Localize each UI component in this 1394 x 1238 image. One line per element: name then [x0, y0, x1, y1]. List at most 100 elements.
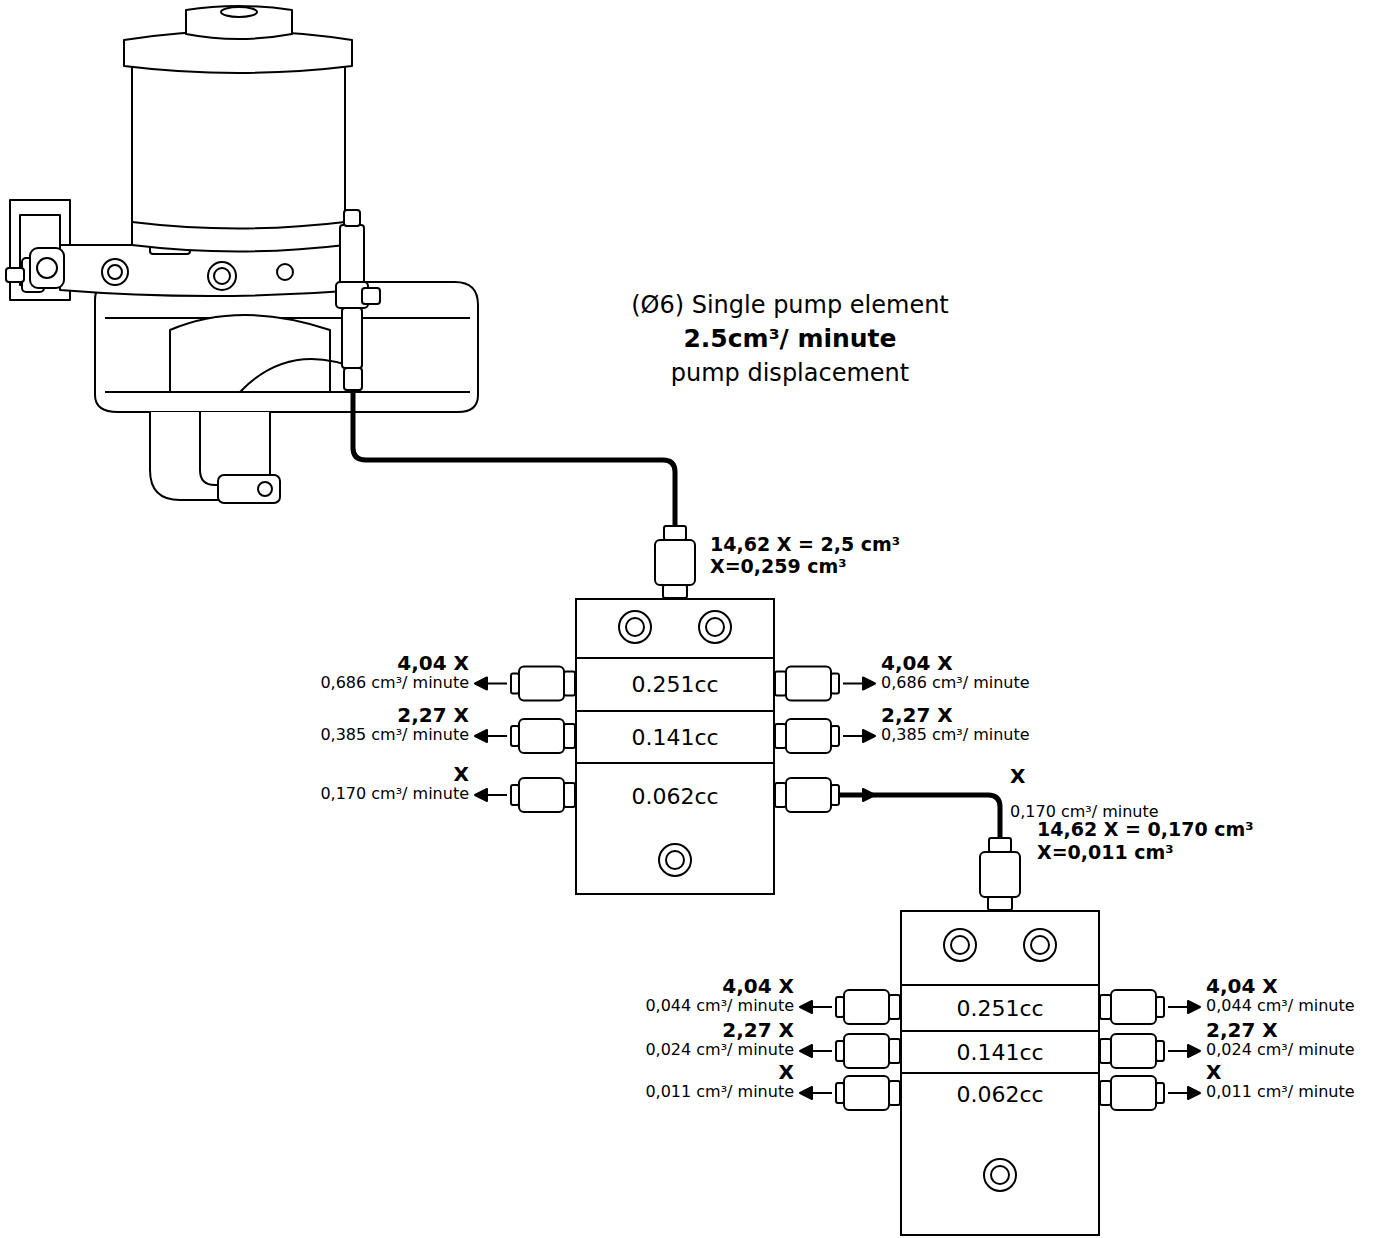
- outlet-arrowhead: [475, 730, 487, 742]
- flow-multiplier: 2,27 X: [722, 1019, 794, 1042]
- reservoir-edge: [132, 222, 345, 229]
- outlet-arrow: [812, 1092, 832, 1094]
- flow-multiplier: X: [779, 1061, 794, 1084]
- outlet-tip: [511, 726, 519, 746]
- divider-section: 0.251cc: [902, 984, 1098, 1030]
- flow-rate: 0,170 cm³/ minute: [320, 785, 469, 803]
- outlet-arrowhead: [800, 1045, 812, 1057]
- outlet-collar: [564, 724, 575, 748]
- reservoir: [132, 62, 345, 252]
- ring-boss: [37, 258, 57, 278]
- flow-multiplier: 4,04 X: [397, 652, 469, 675]
- outlet-tip: [1156, 1041, 1164, 1061]
- outlet-nut: [786, 778, 831, 812]
- divider-block: 14,62 X = 2,5 cm³X=0,259 cm³0.251cc0.141…: [575, 598, 775, 895]
- outlet-arrow: [843, 735, 863, 737]
- divider-section: 0.062cc: [577, 762, 773, 828]
- flow-rate: 0,170 cm³/ minute: [1010, 803, 1159, 821]
- ring-boss: [30, 248, 64, 288]
- inlet-tip: [664, 526, 686, 540]
- flow-rate: 0,024 cm³/ minute: [1206, 1041, 1355, 1059]
- inlet-nut: [655, 540, 695, 585]
- outlet-collar: [564, 783, 575, 807]
- outlet-arrowhead: [1188, 1045, 1200, 1057]
- outlet-tip: [511, 674, 519, 694]
- feed-pipe: [353, 390, 675, 530]
- connector: [218, 475, 280, 503]
- outlet-nut: [844, 990, 889, 1024]
- section-volume: 0.062cc: [956, 1082, 1043, 1107]
- pump-caption: 2.5cm³/ minute: [683, 325, 896, 354]
- flow-rate: 0,011 cm³/ minute: [645, 1083, 794, 1101]
- pump-element: [342, 308, 362, 368]
- mounting-hole: [984, 1159, 1016, 1191]
- outlet-arrow: [1168, 1006, 1188, 1008]
- flow-equation: X=0,011 cm³: [1037, 841, 1174, 863]
- ring-plug: [102, 259, 128, 285]
- flow-multiplier: X: [1010, 765, 1025, 788]
- divider-section: 0.251cc: [577, 657, 773, 710]
- section-volume: 0.141cc: [631, 725, 718, 750]
- outlet-arrow: [812, 1050, 832, 1052]
- outlet-arrow: [843, 683, 863, 685]
- outlet-tip: [831, 785, 839, 805]
- outlet-nut: [1111, 990, 1156, 1024]
- bracket: [10, 200, 70, 300]
- outlet-collar: [889, 1039, 900, 1063]
- flow-rate: 0,044 cm³/ minute: [1206, 997, 1355, 1015]
- outlet-nut: [519, 719, 564, 753]
- outlet-nut: [519, 667, 564, 701]
- outlet-arrowhead: [863, 678, 875, 690]
- inlet-collar: [663, 585, 687, 598]
- outlet-arrow: [1168, 1092, 1188, 1094]
- lid-cap: [221, 7, 257, 17]
- inlet-collar: [988, 897, 1012, 910]
- flow-rate: 0,385 cm³/ minute: [320, 726, 469, 744]
- outlet-arrowhead: [863, 730, 875, 742]
- pump-element-nut: [344, 368, 362, 390]
- outlet-collar: [889, 995, 900, 1019]
- outlet-collar: [775, 724, 786, 748]
- flow-multiplier: 2,27 X: [881, 704, 953, 727]
- ring-plug: [214, 268, 230, 284]
- outlet-collar: [564, 672, 575, 696]
- outlet-arrowhead: [1188, 1087, 1200, 1099]
- pump-element: [362, 288, 380, 304]
- outlet-nut: [786, 667, 831, 701]
- flow-rate: 0,686 cm³/ minute: [320, 674, 469, 692]
- mounting-hole: [1024, 929, 1056, 961]
- flow-multiplier: 2,27 X: [1206, 1019, 1278, 1042]
- outlet-tip: [831, 726, 839, 746]
- outlet-collar: [1100, 1081, 1111, 1105]
- pump-element-cap: [344, 210, 360, 226]
- divider-section: 0.062cc: [902, 1072, 1098, 1114]
- outlet-collar: [775, 783, 786, 807]
- outlet-collar: [889, 1081, 900, 1105]
- outlet-nut: [844, 1076, 889, 1110]
- section-volume: 0.251cc: [956, 996, 1043, 1021]
- pump-ring: [60, 245, 360, 296]
- flow-rate: 0,011 cm³/ minute: [1206, 1083, 1355, 1101]
- outlet-nut: [786, 719, 831, 753]
- mounting-hole: [666, 851, 684, 869]
- outlet-nut: [1111, 1076, 1156, 1110]
- outlet-arrow: [487, 735, 507, 737]
- mounting-hole: [626, 618, 644, 636]
- outlet-nut: [1111, 1034, 1156, 1068]
- flow-equation: 14,62 X = 0,170 cm³: [1037, 818, 1254, 840]
- flow-rate: 0,044 cm³/ minute: [645, 997, 794, 1015]
- divider-section: 0.141cc: [902, 1030, 1098, 1072]
- mounting-hole: [619, 611, 651, 643]
- flow-rate: 0,686 cm³/ minute: [881, 674, 1030, 692]
- outlet-collar: [1100, 995, 1111, 1019]
- divider-block: 14,62 X = 0,170 cm³X=0,011 cm³0.251cc0.1…: [900, 910, 1100, 1236]
- outlet-tip: [511, 785, 519, 805]
- outlet-arrowhead: [800, 1001, 812, 1013]
- outlet-collar: [1100, 1039, 1111, 1063]
- outlet-nut: [844, 1034, 889, 1068]
- ring-plug: [208, 262, 236, 290]
- bracket-fitting: [6, 268, 24, 282]
- outlet-arrow: [487, 683, 507, 685]
- mounting-hole: [699, 611, 731, 643]
